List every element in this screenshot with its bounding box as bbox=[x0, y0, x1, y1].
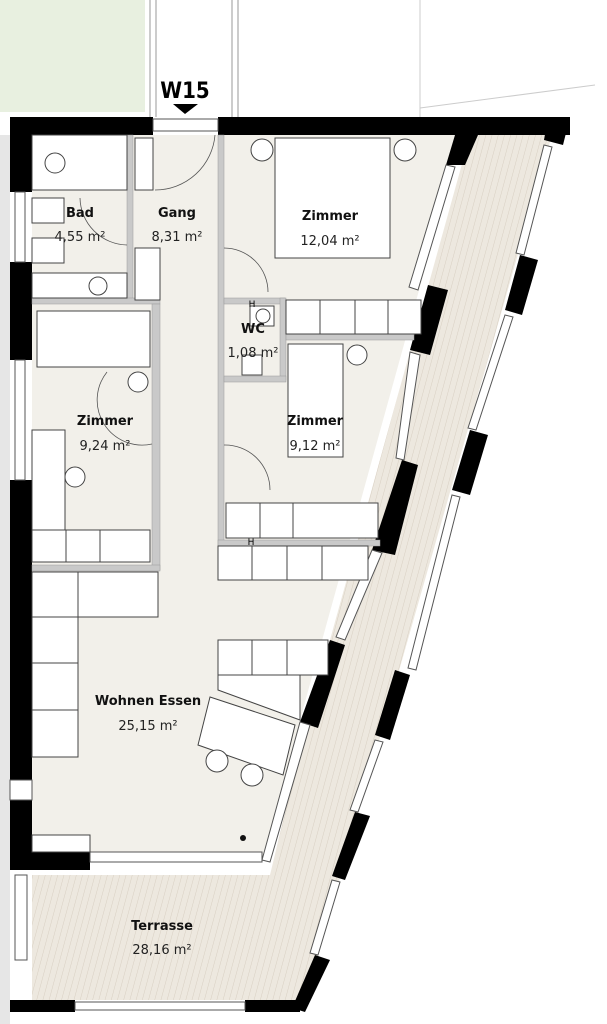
exterior-left-strip bbox=[0, 135, 10, 1024]
room-area: 9,12 m² bbox=[290, 439, 341, 454]
room-bad: Bad 4,55 m² bbox=[55, 206, 106, 245]
room-name: Gang bbox=[158, 206, 196, 221]
interior-walls bbox=[31, 134, 415, 572]
room-name: Zimmer bbox=[77, 414, 134, 429]
windows bbox=[9, 118, 553, 1011]
doors bbox=[79, 134, 271, 491]
kitchen-counter bbox=[31, 571, 159, 618]
wardrobe-gang bbox=[134, 247, 161, 301]
room-wc: WC 1,08 m² bbox=[228, 322, 279, 361]
room-name: WC bbox=[241, 322, 265, 337]
furniture bbox=[31, 134, 422, 853]
wardrobe-zimmer-left bbox=[31, 529, 151, 563]
room-area: 9,24 m² bbox=[80, 439, 131, 454]
section-marker-label: W15 bbox=[160, 79, 209, 104]
corridor-lines bbox=[149, 0, 596, 117]
wardrobe-zimmer bbox=[285, 299, 422, 335]
dining-table bbox=[197, 696, 296, 776]
room-name: Zimmer bbox=[287, 414, 344, 429]
room-area: 12,04 m² bbox=[300, 234, 359, 249]
room-name: Wohnen Essen bbox=[95, 694, 201, 709]
room-area: 28,16 m² bbox=[132, 943, 191, 958]
room-zimmer-top: Zimmer 12,04 m² bbox=[300, 209, 359, 249]
room-area: 4,55 m² bbox=[55, 230, 106, 245]
heater-mark: H bbox=[248, 538, 255, 548]
entrance-door-frame[interactable] bbox=[152, 118, 219, 132]
room-terrasse: Terrasse 28,16 m² bbox=[131, 919, 193, 958]
room-area: 1,08 m² bbox=[228, 346, 279, 361]
section-marker-arrow-icon bbox=[173, 104, 198, 114]
kitchen-row bbox=[31, 616, 79, 758]
room-zimmer-left: Zimmer 9,24 m² bbox=[77, 414, 134, 454]
room-name: Bad bbox=[66, 206, 94, 221]
room-zimmer-right: Zimmer 9,12 m² bbox=[287, 414, 344, 454]
exterior-walls bbox=[10, 117, 570, 1012]
bed-zimmer-left bbox=[36, 310, 151, 368]
washbasin bbox=[31, 197, 65, 224]
sofa bbox=[217, 639, 329, 676]
room-area: 25,15 m² bbox=[118, 719, 177, 734]
wardrobe-zimmer-right bbox=[225, 502, 379, 539]
room-gang: Gang 8,31 m² bbox=[152, 206, 203, 245]
room-wohnen-essen: Wohnen Essen 25,15 m² bbox=[95, 694, 201, 734]
garden-area bbox=[0, 0, 145, 112]
room-area: 8,31 m² bbox=[152, 230, 203, 245]
bed-zimmer-right bbox=[287, 343, 344, 458]
room-name: Zimmer bbox=[302, 209, 359, 224]
room-name: Terrasse bbox=[131, 919, 193, 934]
bed-zimmer bbox=[274, 137, 391, 259]
heater-mark: H bbox=[249, 300, 256, 310]
